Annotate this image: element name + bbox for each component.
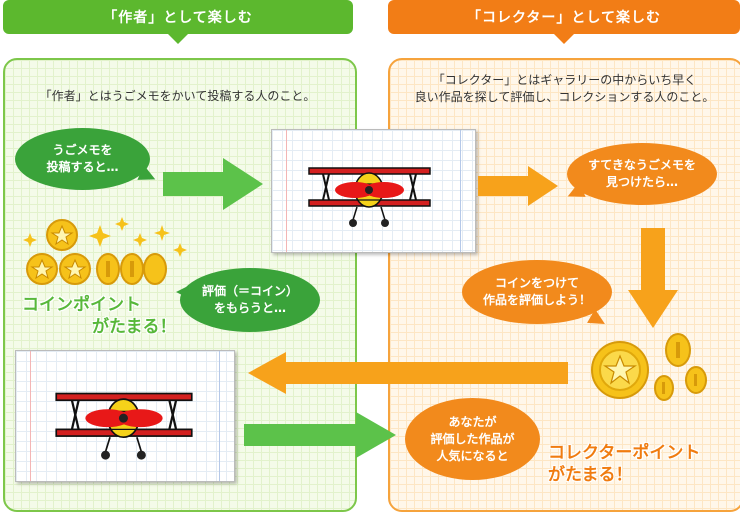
collector-intro-line: 良い作品を探して評価し、コレクションする人のこと。 xyxy=(414,90,715,104)
biplane-icon xyxy=(55,392,193,460)
author-header: 「作者」として楽しむ xyxy=(3,0,353,44)
ugomemo-sheet xyxy=(15,350,235,482)
post-bubble: うごメモを 投稿すると… xyxy=(15,128,159,190)
sheet-margin-line xyxy=(286,130,287,252)
bubble-line: コインをつけて xyxy=(494,276,579,290)
points-line: がたまる！ xyxy=(92,317,177,337)
arrow-right-icon xyxy=(244,412,396,458)
bubble-tail xyxy=(176,284,192,300)
points-line: コインポイント xyxy=(22,295,141,315)
biplane-icon xyxy=(308,167,431,227)
bubble-line: 評価（＝コイン） xyxy=(201,284,298,298)
arrow-down-icon xyxy=(628,228,678,328)
bubble-line: うごメモを xyxy=(52,143,113,157)
collector-points-label: コレクターポイント がたまる！ xyxy=(548,442,700,486)
points-line: コレクターポイント xyxy=(548,443,701,463)
bubble-line: 人気になると xyxy=(436,448,509,463)
rating-bubble: 評価（＝コイン） をもらうと… xyxy=(176,268,320,332)
sheet-margin-line xyxy=(219,351,220,481)
sheet-margin-line xyxy=(460,130,461,252)
points-line: がたまる！ xyxy=(548,465,633,485)
coins-sparkle-icon xyxy=(23,217,187,285)
find-bubble: すてきなうごメモを 見つけたら… xyxy=(564,143,717,205)
arrow-left-icon xyxy=(248,352,568,394)
popular-bubble: あなたが 評価した作品が 人気になると xyxy=(405,398,540,480)
bubble-line: 作品を評価しよう！ xyxy=(482,293,591,307)
collector-intro: 「コレクター」とはギャラリーの中からいち早く 良い作品を探して評価し、コレクショ… xyxy=(392,72,737,106)
sheet-margin-line xyxy=(30,351,31,481)
coins-icon xyxy=(591,333,707,401)
header-pointer xyxy=(554,34,574,44)
collector-header-label: 「コレクター」として楽しむ xyxy=(466,10,662,26)
ugomemo-sheet xyxy=(271,129,476,253)
arrow-right-icon xyxy=(478,166,558,206)
collector-intro-line: 「コレクター」とはギャラリーの中からいち早く xyxy=(432,73,697,87)
bubble-line: 見つけたら… xyxy=(605,175,678,189)
author-header-label: 「作者」として楽しむ xyxy=(103,10,253,26)
bubble-line: 投稿すると… xyxy=(46,160,119,174)
coin-points-label: コインポイント がたまる！ xyxy=(22,294,177,338)
author-intro-text: 「作者」とはうごメモをかいて投稿する人のこと。 xyxy=(39,89,316,103)
header-pointer xyxy=(168,34,188,44)
bubble-line: すてきなうごメモを xyxy=(588,158,696,172)
coin-rating-bubble: コインをつけて 作品を評価しよう！ xyxy=(462,260,612,331)
collector-header: 「コレクター」として楽しむ xyxy=(388,0,740,44)
author-intro: 「作者」とはうごメモをかいて投稿する人のこと。 xyxy=(10,88,345,105)
bubble-line: あなたが xyxy=(448,414,497,429)
bubble-line: をもらうと… xyxy=(213,301,286,315)
arrow-right-icon xyxy=(163,158,263,210)
bubble-line: 評価した作品が xyxy=(430,431,515,446)
